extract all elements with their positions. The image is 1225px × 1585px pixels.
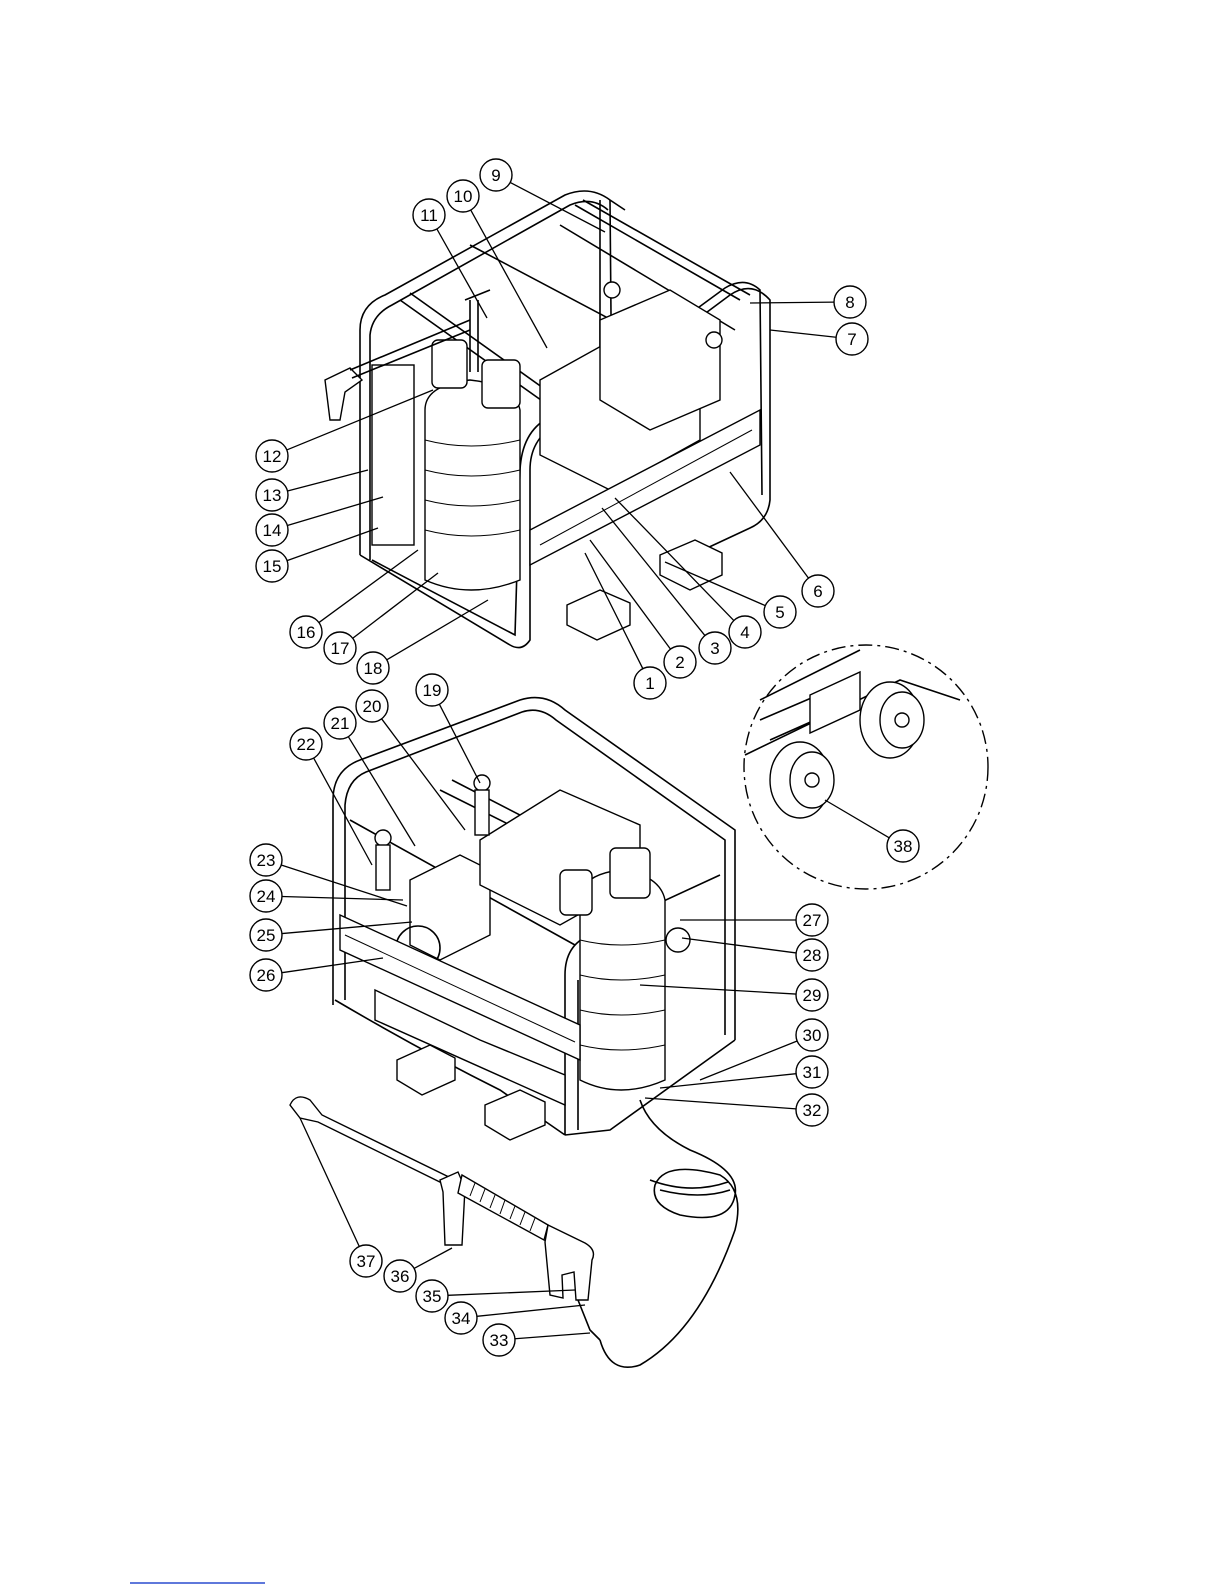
spray-gun-trigger	[545, 1225, 593, 1300]
callout-leader	[287, 497, 383, 525]
callout-number: 29	[803, 986, 822, 1005]
high-pressure-hose	[600, 1100, 738, 1367]
callout-number: 18	[364, 659, 383, 678]
callout-33: 33	[483, 1324, 590, 1356]
callout-number: 15	[263, 557, 282, 576]
callout-leader	[477, 1305, 585, 1316]
top-heater-tank	[425, 290, 520, 590]
callout-18: 18	[357, 600, 488, 684]
callout-number: 24	[257, 887, 276, 906]
callout-leader	[439, 704, 480, 783]
callout-leader	[287, 470, 368, 491]
callout-20: 20	[356, 690, 465, 830]
callout-38: 38	[825, 800, 919, 862]
callout-number: 32	[803, 1101, 822, 1120]
callout-number: 1	[645, 674, 654, 693]
callout-number: 7	[847, 330, 856, 349]
callout-6: 6	[730, 472, 834, 607]
bottom-pump-manifold	[410, 855, 490, 960]
callout-leader	[770, 330, 836, 337]
gun-grip-section	[458, 1175, 548, 1240]
callout-number: 38	[894, 837, 913, 856]
wheel-right	[860, 682, 924, 758]
bottom-fuel-cap-2	[375, 830, 391, 846]
callout-leader	[750, 302, 834, 303]
callout-8: 8	[750, 286, 866, 318]
callout-leader	[682, 938, 796, 953]
callout-21: 21	[324, 707, 415, 846]
callout-number: 12	[263, 447, 282, 466]
callout-number: 16	[297, 623, 316, 642]
callout-leader	[353, 573, 438, 638]
callout-4: 4	[615, 498, 761, 648]
callout-22: 22	[290, 728, 372, 865]
callout-number: 31	[803, 1063, 822, 1082]
callout-number: 30	[803, 1026, 822, 1045]
callout-number: 25	[257, 926, 276, 945]
callout-leader	[825, 800, 889, 838]
top-control-panel	[372, 365, 414, 545]
callout-19: 19	[416, 674, 480, 783]
callout-number: 28	[803, 946, 822, 965]
callout-number: 5	[775, 603, 784, 622]
callout-leader	[287, 528, 378, 561]
callout-32: 32	[645, 1094, 828, 1126]
callout-number: 35	[423, 1287, 442, 1306]
callout-26: 26	[250, 958, 383, 991]
callout-number: 37	[357, 1252, 376, 1271]
wheel-left	[770, 742, 834, 818]
callout-number: 34	[452, 1309, 471, 1328]
callout-number: 27	[803, 911, 822, 930]
callout-31: 31	[660, 1056, 828, 1088]
callout-number: 23	[257, 851, 276, 870]
callout-number: 36	[391, 1267, 410, 1286]
bottom-assembly-drawing	[333, 698, 735, 1140]
callout-leader	[645, 1098, 796, 1109]
callout-number: 17	[331, 639, 350, 658]
callout-number: 2	[675, 653, 684, 672]
callout-17: 17	[324, 573, 438, 664]
callout-13: 13	[256, 470, 368, 511]
top-fuel-cap-1	[604, 282, 620, 298]
callout-number: 26	[257, 966, 276, 985]
callout-number: 9	[491, 166, 500, 185]
callout-number: 21	[331, 714, 350, 733]
top-foot-left	[567, 590, 630, 640]
wand-lance	[290, 1097, 455, 1188]
callout-number: 6	[813, 582, 822, 601]
callout-leader	[510, 182, 605, 232]
callout-34: 34	[445, 1302, 585, 1334]
callout-3: 3	[602, 508, 731, 664]
callout-leader	[414, 1248, 452, 1268]
callout-7: 7	[770, 323, 868, 355]
top-engine	[600, 290, 720, 430]
callout-16: 16	[290, 550, 418, 648]
callout-number: 10	[454, 187, 473, 206]
callout-29: 29	[640, 979, 828, 1011]
callout-number: 8	[845, 293, 854, 312]
callout-number: 33	[490, 1331, 509, 1350]
callout-27: 27	[680, 904, 828, 936]
callout-number: 11	[420, 206, 438, 225]
top-fuel-cap-2	[706, 332, 722, 348]
callout-28: 28	[682, 938, 828, 971]
bottom-foot-right	[485, 1090, 545, 1140]
callout-number: 20	[363, 697, 382, 716]
callout-number: 3	[710, 639, 719, 658]
callout-number: 4	[740, 623, 749, 642]
callout-leader	[660, 1074, 796, 1088]
callout-number: 22	[297, 735, 316, 754]
bottom-filter	[666, 928, 690, 952]
callout-number: 19	[423, 681, 442, 700]
callout-number: 13	[263, 486, 282, 505]
callout-number: 14	[263, 521, 282, 540]
callout-leader	[700, 1041, 797, 1080]
wheel-detail-view	[744, 645, 988, 889]
callout-leader	[515, 1333, 590, 1339]
callout-leader	[387, 600, 488, 660]
